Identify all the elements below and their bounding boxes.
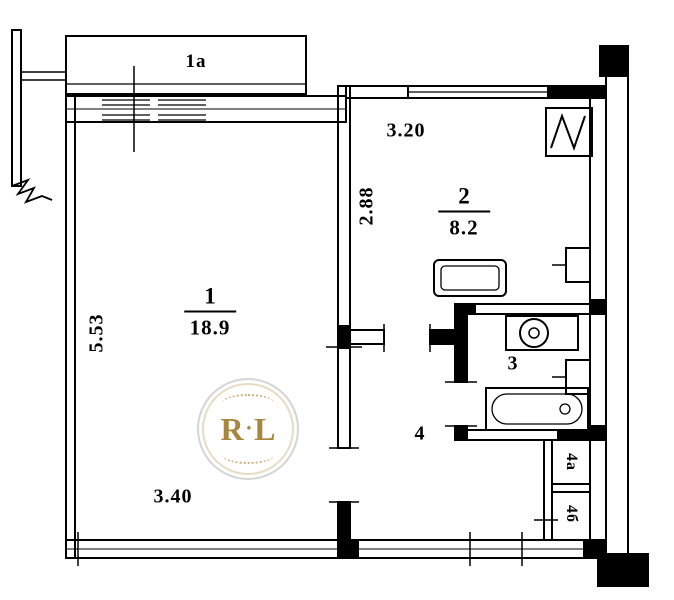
riser-icons <box>552 247 591 395</box>
watermark-letter-r: R <box>220 411 244 447</box>
axis-ticks <box>77 66 558 566</box>
exterior-walls <box>65 45 649 587</box>
room2-dim-top: 3.20 <box>386 119 426 142</box>
room1-number: 1 <box>184 284 236 313</box>
closet-b-label: 4б <box>563 505 580 523</box>
bathtub-icon <box>485 387 589 431</box>
room1-tag: 1 18.9 <box>184 284 236 341</box>
room2-tag: 2 8.2 <box>438 184 490 241</box>
door-openings <box>329 324 477 503</box>
interior-walls <box>337 85 607 541</box>
balcony-outline <box>65 35 307 95</box>
room2-dim-left: 2.88 <box>355 186 378 226</box>
neighbor-wall-fragment <box>11 29 67 204</box>
windows <box>102 85 549 121</box>
room1-dim-left: 5.53 <box>85 313 108 353</box>
watermark-dot: • <box>246 419 252 435</box>
vent-shaft-icon <box>545 107 593 157</box>
sink-icon <box>433 259 507 297</box>
room2-number: 2 <box>438 184 490 213</box>
balcony-label: 1а <box>185 51 207 72</box>
toilet-icon <box>505 315 579 351</box>
watermark: R • L <box>197 378 299 480</box>
room1-area-value: 18.9 <box>189 315 231 340</box>
closet-a-label: 4а <box>563 453 580 471</box>
watermark-arc-bottom <box>222 446 274 464</box>
watermark-letter-l: L <box>254 411 276 447</box>
room2-area-value: 8.2 <box>449 215 479 240</box>
room3-number: 3 <box>507 352 519 375</box>
watermark-arc-top <box>222 394 274 412</box>
room1-dim-bottom: 3.40 <box>153 485 193 508</box>
room4-number: 4 <box>414 422 426 445</box>
watermark-monogram: R • L <box>220 413 275 445</box>
